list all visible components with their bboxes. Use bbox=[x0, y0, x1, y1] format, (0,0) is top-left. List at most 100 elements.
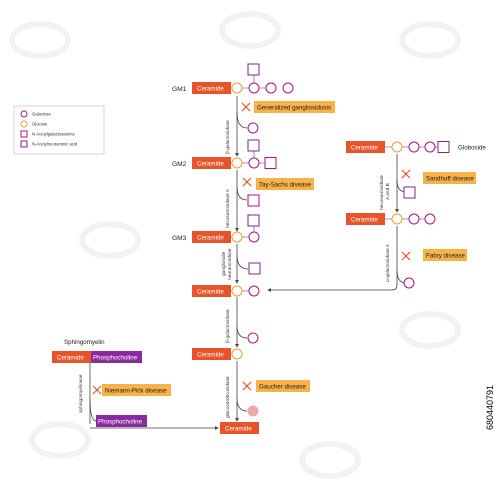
gm3-enzyme-label-2: neuraminidase bbox=[227, 248, 233, 280]
legend: Galactose Glucose N-Acetylgalactosamine … bbox=[13, 105, 105, 155]
watermark-circle bbox=[29, 421, 91, 459]
gaucher-label: Gaucher disease bbox=[259, 384, 306, 391]
watermark-circle bbox=[399, 311, 461, 349]
gm3-ceramide-label: Ceramide bbox=[197, 235, 224, 242]
glucosylceramide-ceramide-box bbox=[192, 348, 231, 360]
gm2-ceramide-label: Ceramide bbox=[197, 161, 224, 168]
gm1-galnac bbox=[247, 63, 260, 76]
released-phosphocholine-box bbox=[96, 415, 147, 427]
branch-gm2-galnac bbox=[236, 185, 248, 201]
globoside-galactose-2 bbox=[424, 141, 436, 153]
globoside-ceramide-label: Ceramide bbox=[351, 145, 378, 152]
legend-box bbox=[13, 105, 105, 155]
glucose-legend-icon bbox=[20, 120, 28, 128]
gm1-ceramide-label: Ceramide bbox=[197, 86, 224, 93]
gm1-glucose bbox=[231, 82, 243, 94]
globoside-label: Globoside bbox=[458, 145, 486, 152]
hexosaminidase-ab-label-1: hexosaminidase bbox=[379, 175, 385, 210]
glucocerebrosidase-label: glucocerebrosidase bbox=[225, 376, 231, 418]
branch-gm3-neuac bbox=[236, 254, 249, 270]
glucosylceramide-glucose bbox=[231, 348, 243, 360]
released-phosphocholine-label: Phosphocholine bbox=[98, 419, 143, 426]
connector-trihexosyl-lactosylceramide bbox=[267, 226, 398, 292]
globoside-ceramide-box bbox=[346, 141, 385, 153]
gm2-neuac bbox=[247, 139, 260, 152]
gm2-galactose-1 bbox=[248, 157, 260, 169]
trihexosyl-galactose-2 bbox=[424, 213, 436, 225]
globoside-released-galnac bbox=[403, 186, 416, 199]
gm3-galactose bbox=[248, 231, 260, 243]
gm3-released-neuac bbox=[248, 262, 261, 275]
lactosyl-enzyme-label: β-galactosidase bbox=[225, 309, 231, 343]
generalized-gangliosidosis-box bbox=[254, 101, 335, 113]
gm3-neuac bbox=[247, 214, 260, 227]
gm3-label: GM3 bbox=[172, 235, 187, 242]
watermark-circle bbox=[299, 441, 361, 479]
sphingomyelin-phosphocholine-label: Phosphocholine bbox=[93, 355, 138, 362]
watermark-circle bbox=[79, 221, 141, 259]
watermark-circle bbox=[9, 21, 71, 59]
glucosylceramide-ceramide-label: Ceramide bbox=[197, 352, 224, 359]
fabry-label: Fabry disease bbox=[426, 253, 465, 260]
alpha-galactosidase-label: α-galactosidase A bbox=[385, 243, 391, 282]
niemann-pick-block-icon bbox=[92, 385, 102, 395]
gm3-glucose bbox=[231, 231, 243, 243]
trihexosyl-galactose-1 bbox=[408, 213, 420, 225]
sandhoff-label: Sandhoff disease bbox=[426, 176, 474, 183]
gm3-enzyme-label-1: ganglioside bbox=[221, 251, 227, 276]
sphingomyelin-phosphocholine-box bbox=[91, 351, 142, 363]
branch-glucosyl-glucose bbox=[236, 397, 248, 412]
gm1-galactose-1 bbox=[248, 82, 260, 94]
watermark-pattern bbox=[9, 11, 461, 479]
branch-lactosyl-galactose bbox=[236, 325, 248, 339]
lactosylceramide-ceramide-label: Ceramide bbox=[197, 289, 224, 296]
galactose-legend-icon bbox=[20, 110, 28, 118]
globoside-galnac bbox=[437, 141, 450, 153]
lactosylceramide-ceramide-box bbox=[192, 285, 231, 297]
gm2-block-icon bbox=[242, 177, 252, 187]
sphingomyelinase-label: sphingomyelinase bbox=[78, 374, 84, 413]
trihexosyl-ceramide-label: Ceramide bbox=[351, 217, 378, 224]
gm2-label: GM2 bbox=[172, 161, 187, 168]
neuac-legend-icon bbox=[20, 140, 28, 148]
gm2-glucose bbox=[231, 157, 243, 169]
gm1-enzyme-label: β-galactosidase bbox=[225, 120, 231, 154]
side-branches bbox=[89, 111, 407, 422]
trihexosyl-glucose bbox=[391, 213, 403, 225]
legend-glucose-label: Glucose bbox=[32, 122, 48, 127]
gm2-galnac bbox=[264, 157, 277, 169]
gm1-ceramide-box bbox=[192, 82, 231, 94]
trihexosyl-released-galactose bbox=[403, 277, 415, 289]
sphingomyelin-ceramide-box bbox=[52, 351, 91, 363]
hexosaminidase-ab-label-2: A and B bbox=[385, 183, 391, 200]
trihexosyl-ceramide-box bbox=[346, 213, 385, 225]
stock-id-watermark: 680440791 bbox=[485, 385, 495, 430]
gaucher-block-icon bbox=[242, 381, 252, 391]
galnac-legend-icon bbox=[20, 130, 28, 138]
sandhoff-block-icon bbox=[401, 169, 411, 179]
gm1-galactose-2 bbox=[265, 82, 277, 94]
lactosylceramide-galactose bbox=[248, 285, 260, 297]
globoside-glucose bbox=[391, 141, 403, 153]
watermark-circle bbox=[219, 11, 281, 49]
lactosylceramide-glucose bbox=[231, 285, 243, 297]
gm2-released-galnac bbox=[247, 194, 260, 207]
free-glucose bbox=[247, 405, 259, 417]
fabry-box bbox=[423, 249, 467, 261]
branch-gm1-galactose bbox=[236, 111, 248, 129]
gm2-ceramide-box bbox=[192, 157, 231, 169]
sphingomyelin-ceramide-label: Ceramide bbox=[57, 355, 84, 362]
tay-sachs-box bbox=[256, 178, 314, 190]
gm1-label: GM1 bbox=[172, 86, 187, 93]
tay-sachs-label: Tay-Sachs disease bbox=[259, 182, 311, 189]
niemann-pick-box bbox=[102, 384, 171, 396]
gm3-ceramide-box bbox=[192, 231, 231, 243]
gm2-enzyme-label: hexosaminidase A bbox=[225, 188, 231, 228]
gaucher-box bbox=[256, 380, 310, 392]
watermark-circle bbox=[399, 21, 461, 59]
gm1-released-galactose bbox=[247, 122, 259, 134]
globoside-galactose-1 bbox=[408, 141, 420, 153]
legend-galactose-label: Galactose bbox=[32, 112, 52, 117]
